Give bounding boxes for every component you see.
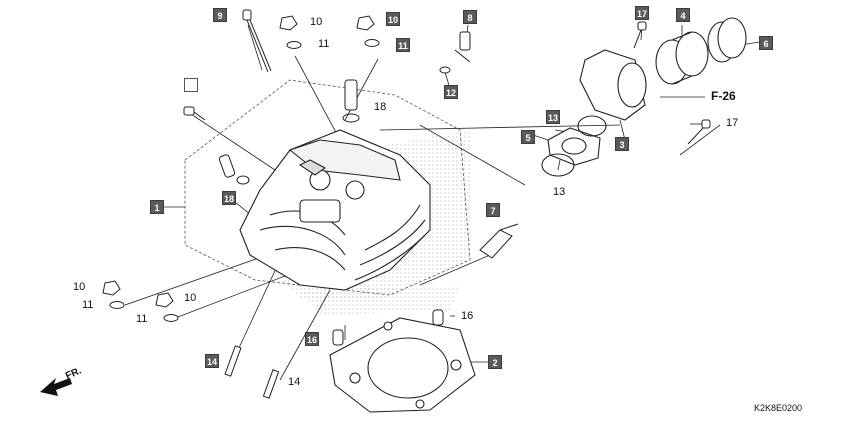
callout-14: 14 bbox=[288, 376, 301, 388]
band-clamp-6 bbox=[707, 17, 747, 63]
callout-blank bbox=[184, 78, 198, 92]
cylinder-head bbox=[239, 129, 431, 291]
callout-8: 8 bbox=[463, 10, 477, 24]
callout-3: 3 bbox=[615, 137, 629, 151]
callout-10: 10 bbox=[184, 292, 197, 304]
bolt-17 bbox=[633, 21, 711, 145]
stud-14 bbox=[224, 345, 280, 399]
assembly-outline bbox=[184, 79, 471, 296]
o-ring-13 bbox=[541, 115, 607, 177]
callout-1: 1 bbox=[150, 200, 164, 214]
callout-11: 11 bbox=[396, 38, 410, 52]
diagram-code: K2K8E0200 bbox=[754, 403, 803, 413]
head-gasket-2 bbox=[329, 317, 476, 413]
intake-joint-4 bbox=[655, 31, 709, 85]
callout-9: 9 bbox=[213, 8, 227, 22]
callout-6: 6 bbox=[759, 36, 773, 50]
callout-2: 2 bbox=[488, 355, 502, 369]
callout-14: 14 bbox=[205, 354, 219, 368]
callout-4: 4 bbox=[676, 8, 690, 22]
shading-area bbox=[300, 285, 460, 315]
bolt-upper-left bbox=[183, 106, 206, 121]
callout-13: 13 bbox=[546, 110, 560, 124]
callout-11: 11 bbox=[318, 38, 330, 50]
oil-jet-8 bbox=[454, 31, 471, 63]
callout-17: 17 bbox=[726, 117, 739, 129]
callout-12: 12 bbox=[444, 85, 458, 99]
callout-5: 5 bbox=[521, 130, 535, 144]
dowel-pin-16 bbox=[332, 309, 444, 346]
nut-washer-set bbox=[102, 15, 451, 322]
bolt-9 bbox=[242, 9, 272, 73]
callout-10: 10 bbox=[386, 12, 400, 26]
gasket-5 bbox=[547, 127, 601, 166]
callout-10: 10 bbox=[310, 16, 323, 28]
front-arrow-icon bbox=[40, 378, 72, 396]
callout-7: 7 bbox=[486, 203, 500, 217]
spark-plug-7 bbox=[479, 223, 519, 259]
callout-11: 11 bbox=[82, 299, 94, 311]
callout-13: 13 bbox=[553, 186, 566, 198]
callout-17: 17 bbox=[635, 6, 649, 20]
callout-16: 16 bbox=[305, 332, 319, 346]
valve-guide-18 bbox=[218, 79, 360, 185]
intake-insulator-3 bbox=[579, 49, 647, 121]
callout-18: 18 bbox=[222, 191, 236, 205]
callout-11: 11 bbox=[136, 313, 148, 325]
callout-10: 10 bbox=[73, 281, 86, 293]
callout-16: 16 bbox=[461, 310, 474, 322]
reference-f26: F-26 bbox=[711, 89, 736, 103]
callout-18: 18 bbox=[374, 101, 387, 113]
